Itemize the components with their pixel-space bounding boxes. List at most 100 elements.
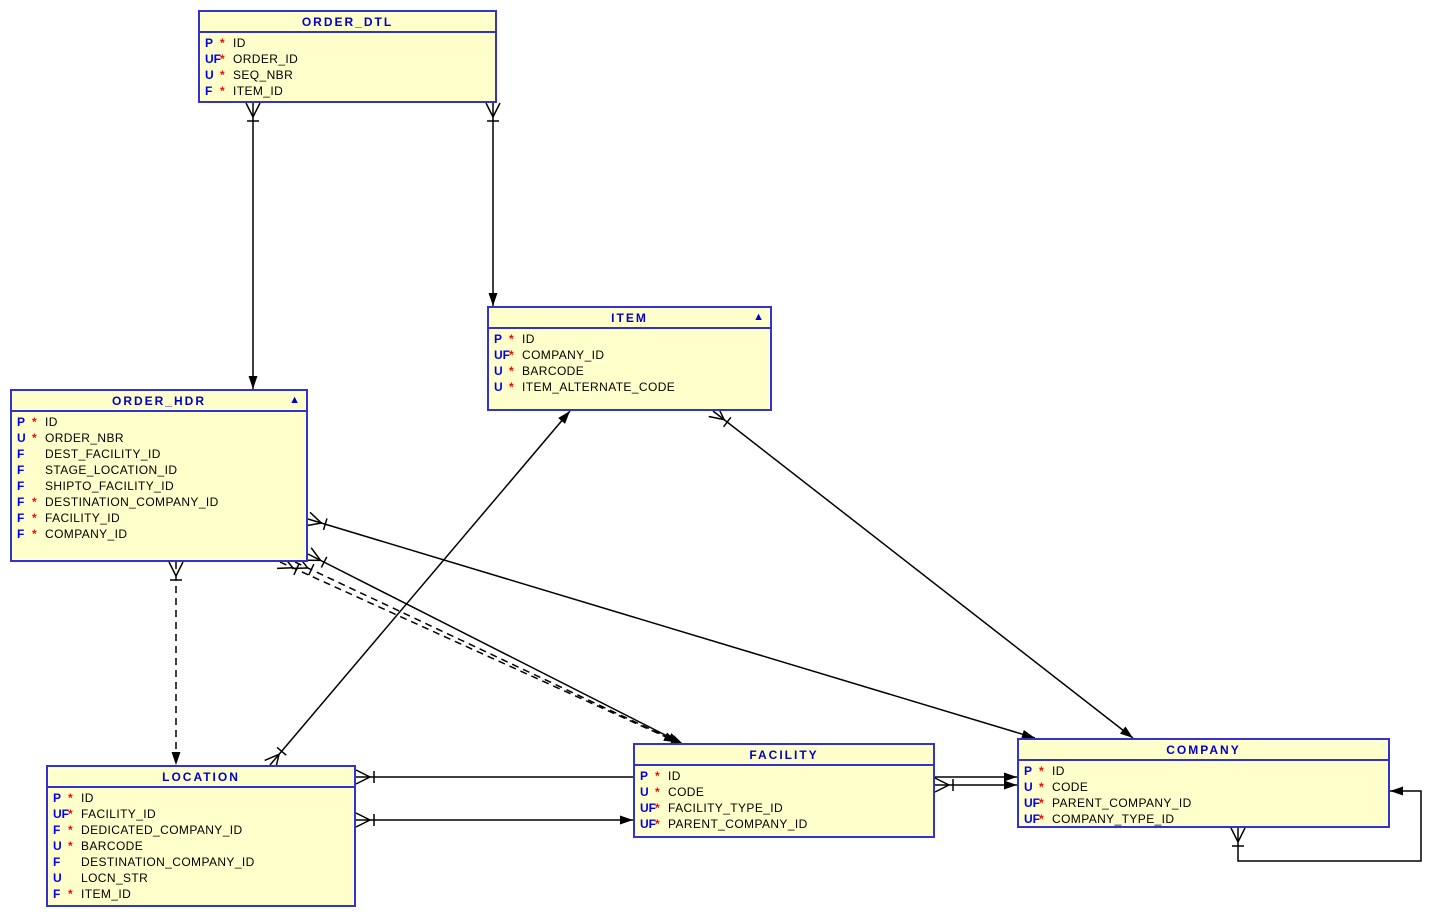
relationship-order_dtl-to-order_hdr[interactable] xyxy=(245,102,261,389)
column-required-asterisk: * xyxy=(1039,764,1044,778)
entity-header: COMPANY xyxy=(1019,740,1388,761)
column-key-indicator: UF xyxy=(1024,796,1040,810)
collapse-triangle-icon[interactable]: ▲ xyxy=(753,311,764,323)
attribute-row[interactable]: P*ID xyxy=(635,768,933,784)
relationship-order_hdr-to-location-optional[interactable] xyxy=(168,561,184,765)
column-name: LOCN_STR xyxy=(81,871,149,885)
entity-header: ORDER_DTL xyxy=(200,12,495,33)
column-required-asterisk: * xyxy=(32,527,37,541)
attribute-row[interactable]: U*BARCODE xyxy=(489,363,770,379)
column-key-indicator: UF xyxy=(494,348,510,362)
attribute-row[interactable]: F*ITEM_ID xyxy=(200,83,495,99)
column-key-indicator: F xyxy=(205,84,213,98)
column-key-indicator: U xyxy=(640,785,649,799)
column-name: ITEM_ID xyxy=(233,84,284,98)
attribute-row[interactable]: F*FACILITY_ID xyxy=(12,510,306,526)
column-name: COMPANY_TYPE_ID xyxy=(1052,812,1175,826)
attribute-row[interactable]: U*BARCODE xyxy=(48,838,354,854)
attribute-row[interactable]: U*ORDER_NBR xyxy=(12,430,306,446)
attribute-row[interactable]: U*CODE xyxy=(1019,779,1388,795)
attribute-row[interactable]: UF*FACILITY_ID xyxy=(48,806,354,822)
entity-title: ORDER_DTL xyxy=(301,14,394,29)
collapse-triangle-icon[interactable]: ▲ xyxy=(289,394,300,406)
relationship-item-to-company[interactable] xyxy=(708,405,1134,739)
column-name: BARCODE xyxy=(522,364,585,378)
column-key-indicator: F xyxy=(17,511,25,525)
attribute-row[interactable]: F*COMPANY_ID xyxy=(12,526,306,542)
column-key-indicator: F xyxy=(17,479,25,493)
relationship-order_dtl-to-item[interactable] xyxy=(485,102,501,306)
attribute-row[interactable]: F*DEDICATED_COMPANY_ID xyxy=(48,822,354,838)
attribute-row[interactable]: P*ID xyxy=(12,414,306,430)
relationship-facility-to-company[interactable] xyxy=(934,777,1017,793)
column-key-indicator: P xyxy=(494,332,503,346)
entity-header: FACILITY xyxy=(635,745,933,766)
column-required-asterisk: * xyxy=(32,431,37,445)
column-key-indicator: U xyxy=(205,68,214,82)
column-required-asterisk: * xyxy=(1039,780,1044,794)
column-required-asterisk: * xyxy=(509,380,514,394)
column-key-indicator: F xyxy=(17,447,25,461)
column-required-asterisk: * xyxy=(1039,796,1044,810)
attribute-row[interactable]: UF*FACILITY_TYPE_ID xyxy=(635,800,933,816)
attribute-row[interactable]: P*ID xyxy=(489,331,770,347)
column-key-indicator: F xyxy=(53,823,61,837)
attribute-row[interactable]: UF*ORDER_ID xyxy=(200,51,495,67)
relationship-order_hdr-to-facility-optional-1[interactable] xyxy=(277,555,678,743)
column-name: ITEM_ALTERNATE_CODE xyxy=(522,380,676,394)
attribute-row[interactable]: P*ID xyxy=(1019,763,1388,779)
attribute-row[interactable]: UF*COMPANY_TYPE_ID xyxy=(1019,811,1388,827)
column-name: ID xyxy=(668,769,681,783)
attribute-row[interactable]: UF*PARENT_COMPANY_ID xyxy=(1019,795,1388,811)
relationship-location-to-facility[interactable] xyxy=(355,812,633,828)
column-name: SHIPTO_FACILITY_ID xyxy=(45,479,175,493)
column-required-asterisk: * xyxy=(32,415,37,429)
column-required-asterisk: * xyxy=(655,801,660,815)
relationship-location-to-item[interactable] xyxy=(264,410,571,770)
attribute-row[interactable]: U*SEQ_NBR xyxy=(200,67,495,83)
relationship-order_hdr-to-facility[interactable] xyxy=(304,547,682,744)
column-name: ID xyxy=(522,332,535,346)
attribute-row[interactable]: U*ITEM_ALTERNATE_CODE xyxy=(489,379,770,395)
column-name: DESTINATION_COMPANY_ID xyxy=(81,855,255,869)
column-key-indicator: P xyxy=(1024,764,1033,778)
attribute-row[interactable]: U*CODE xyxy=(635,784,933,800)
entity-title: FACILITY xyxy=(749,747,819,762)
column-name: FACILITY_ID xyxy=(81,807,157,821)
entity-title: COMPANY xyxy=(1166,742,1241,757)
column-required-asterisk: * xyxy=(32,495,37,509)
attribute-row[interactable]: P*ID xyxy=(48,790,354,806)
relationship-order_hdr-to-company[interactable] xyxy=(305,511,1036,739)
attribute-row[interactable]: F SHIPTO_FACILITY_ID xyxy=(12,478,306,494)
relationship-order_hdr-to-facility-optional-2[interactable] xyxy=(292,555,685,746)
attribute-row[interactable]: F*ITEM_ID xyxy=(48,886,354,902)
column-key-indicator: UF xyxy=(640,801,656,815)
column-key-indicator: P xyxy=(205,36,214,50)
attribute-row[interactable]: UF*PARENT_COMPANY_ID xyxy=(635,816,933,832)
attribute-row[interactable]: F*DESTINATION_COMPANY_ID xyxy=(12,494,306,510)
column-key-indicator: F xyxy=(53,887,61,901)
attribute-row[interactable]: UF*COMPANY_ID xyxy=(489,347,770,363)
relationship-company-self-reference[interactable] xyxy=(1230,786,1422,862)
column-name: CODE xyxy=(1052,780,1089,794)
column-key-indicator: UF xyxy=(640,817,656,831)
attribute-row[interactable]: P*ID xyxy=(200,35,495,51)
column-key-indicator: UF xyxy=(53,807,69,821)
column-key-indicator: UF xyxy=(1024,812,1040,826)
